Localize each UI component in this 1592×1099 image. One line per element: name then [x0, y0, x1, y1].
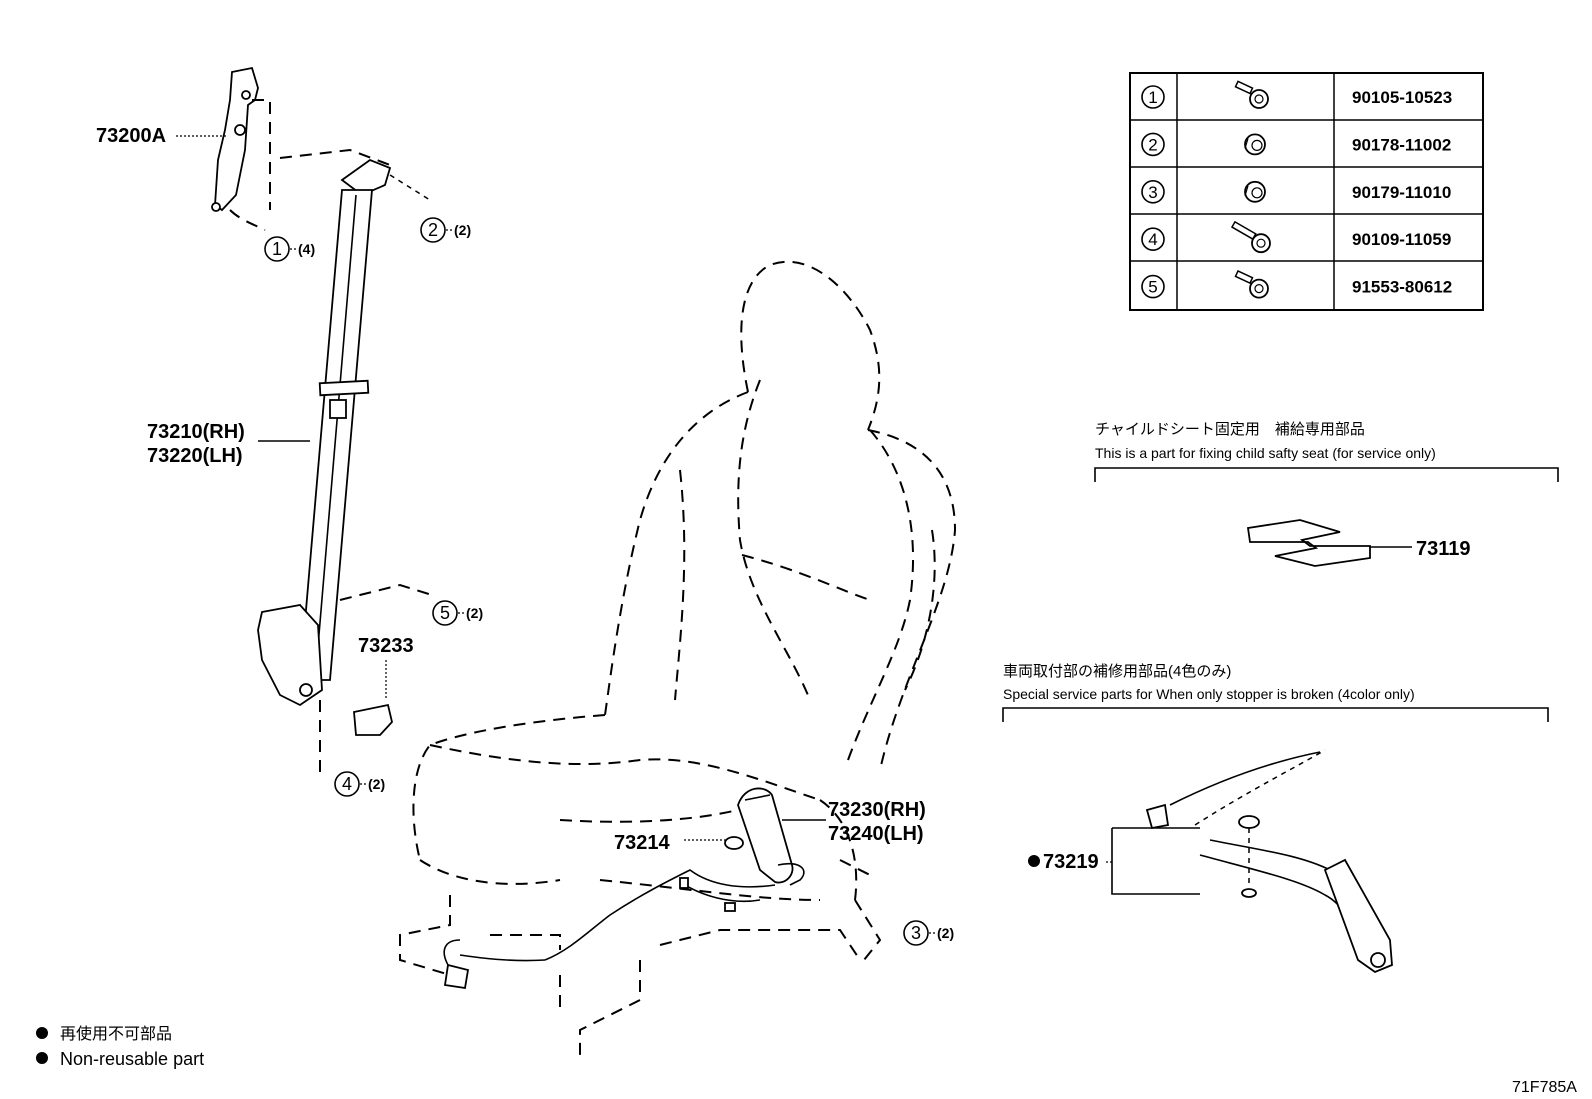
fastener-ref-5: 5 (2)	[432, 600, 483, 626]
fastener-table: 1 90105-10523 2 90178-11002 3 90179-11010 4 901…	[1129, 72, 1484, 311]
part-number: 90109-11059	[1352, 230, 1451, 249]
ref-number-circle	[1141, 274, 1165, 299]
callout-73200a: 73200A	[96, 125, 166, 147]
callout-73214: 73214	[614, 832, 670, 854]
shoulder-bolt-icon	[1230, 220, 1271, 254]
stopper-note: 車両取付部の補修用部品(4色のみ) Special service parts …	[1002, 663, 1549, 974]
fastener-ref-number: 1	[272, 239, 282, 259]
legend-en: Non-reusable part	[60, 1049, 204, 1069]
child-seat-note-jp: チャイルドシート固定用 補給専用部品	[1095, 421, 1365, 438]
callout-73230-rh: 73230(RH)	[828, 799, 926, 821]
callout-73219: 73219	[1043, 851, 1099, 873]
ref-number: 1	[1148, 88, 1157, 107]
fastener-ref-3: 3 (2)	[903, 920, 954, 946]
flange-nut-icon	[1244, 133, 1266, 156]
ref-number: 5	[1148, 278, 1157, 297]
seat-outline	[399, 260, 957, 1060]
part-number: 90179-11010	[1352, 183, 1451, 202]
legend-jp: 再使用不可部品	[60, 1025, 172, 1043]
child-seat-plate	[1246, 519, 1371, 567]
buckle-assembly	[443, 787, 805, 990]
callout-73220-lh: 73220(LH)	[147, 445, 243, 467]
stopper-note-jp: 車両取付部の補修用部品(4色のみ)	[1003, 663, 1231, 680]
child-seat-note-en: This is a part for fixing child safty se…	[1095, 445, 1436, 461]
ref-number: 2	[1148, 135, 1157, 154]
fastener-table-row: 4 90109-11059	[1141, 220, 1451, 254]
fastener-table-row: 2 90178-11002	[1141, 132, 1451, 157]
fastener-ref-2: 2 (2)	[420, 217, 471, 243]
non-reusable-marker	[1028, 855, 1040, 867]
fastener-ref-number: 2	[428, 220, 438, 240]
fastener-ref-qty: (2)	[368, 776, 385, 792]
washer-73214	[724, 836, 744, 850]
ref-number-circle	[1141, 132, 1165, 157]
stopper-note-en: Special service parts for When only stop…	[1003, 686, 1415, 702]
cover-73233	[353, 703, 393, 736]
fastener-ref-qty: (2)	[466, 605, 483, 621]
legend: 再使用不可部品 Non-reusable part	[36, 1025, 204, 1069]
fastener-ref-4: 4 (2)	[334, 771, 385, 797]
callout-73119: 73119	[1416, 538, 1471, 560]
ref-number-circle	[1141, 180, 1165, 204]
callout-73240-lh: 73240(LH)	[828, 823, 924, 845]
ref-number-circle	[1141, 227, 1165, 251]
fastener-table-row: 5 91553-80612	[1141, 269, 1452, 299]
part-number: 90178-11002	[1352, 135, 1451, 154]
fastener-ref-number: 5	[440, 603, 450, 623]
ref-number-circle	[1141, 85, 1165, 109]
fastener-ref-number: 4	[342, 774, 352, 794]
fastener-ref-1: 1 (4)	[264, 236, 315, 262]
belt-assembly	[211, 66, 433, 780]
fastener-ref-qty: (2)	[937, 925, 954, 941]
fastener-refs: 1 (4) 2 (2) 3 (2) 4 (2) 5 (2)	[264, 217, 954, 946]
child-seat-note: チャイルドシート固定用 補給専用部品 This is a part for fi…	[1094, 421, 1559, 567]
fastener-ref-qty: (2)	[454, 222, 471, 238]
ref-number: 3	[1148, 183, 1157, 202]
ref-number: 4	[1148, 230, 1157, 249]
flange-nut-icon	[1244, 180, 1266, 203]
callout-73210-rh: 73210(RH)	[147, 421, 245, 443]
flange-bolt-icon	[1234, 80, 1269, 109]
part-number: 90105-10523	[1352, 88, 1452, 107]
diagram-code: 71F785A	[1512, 1079, 1577, 1096]
flange-bolt-icon	[1234, 269, 1269, 299]
fastener-ref-number: 3	[911, 923, 921, 943]
callout-73233: 73233	[358, 635, 414, 657]
fastener-table-row: 1 90105-10523	[1141, 80, 1452, 109]
fastener-table-row: 3 90179-11010	[1141, 180, 1451, 204]
fastener-ref-qty: (4)	[298, 241, 315, 257]
part-number: 91553-80612	[1352, 278, 1452, 297]
